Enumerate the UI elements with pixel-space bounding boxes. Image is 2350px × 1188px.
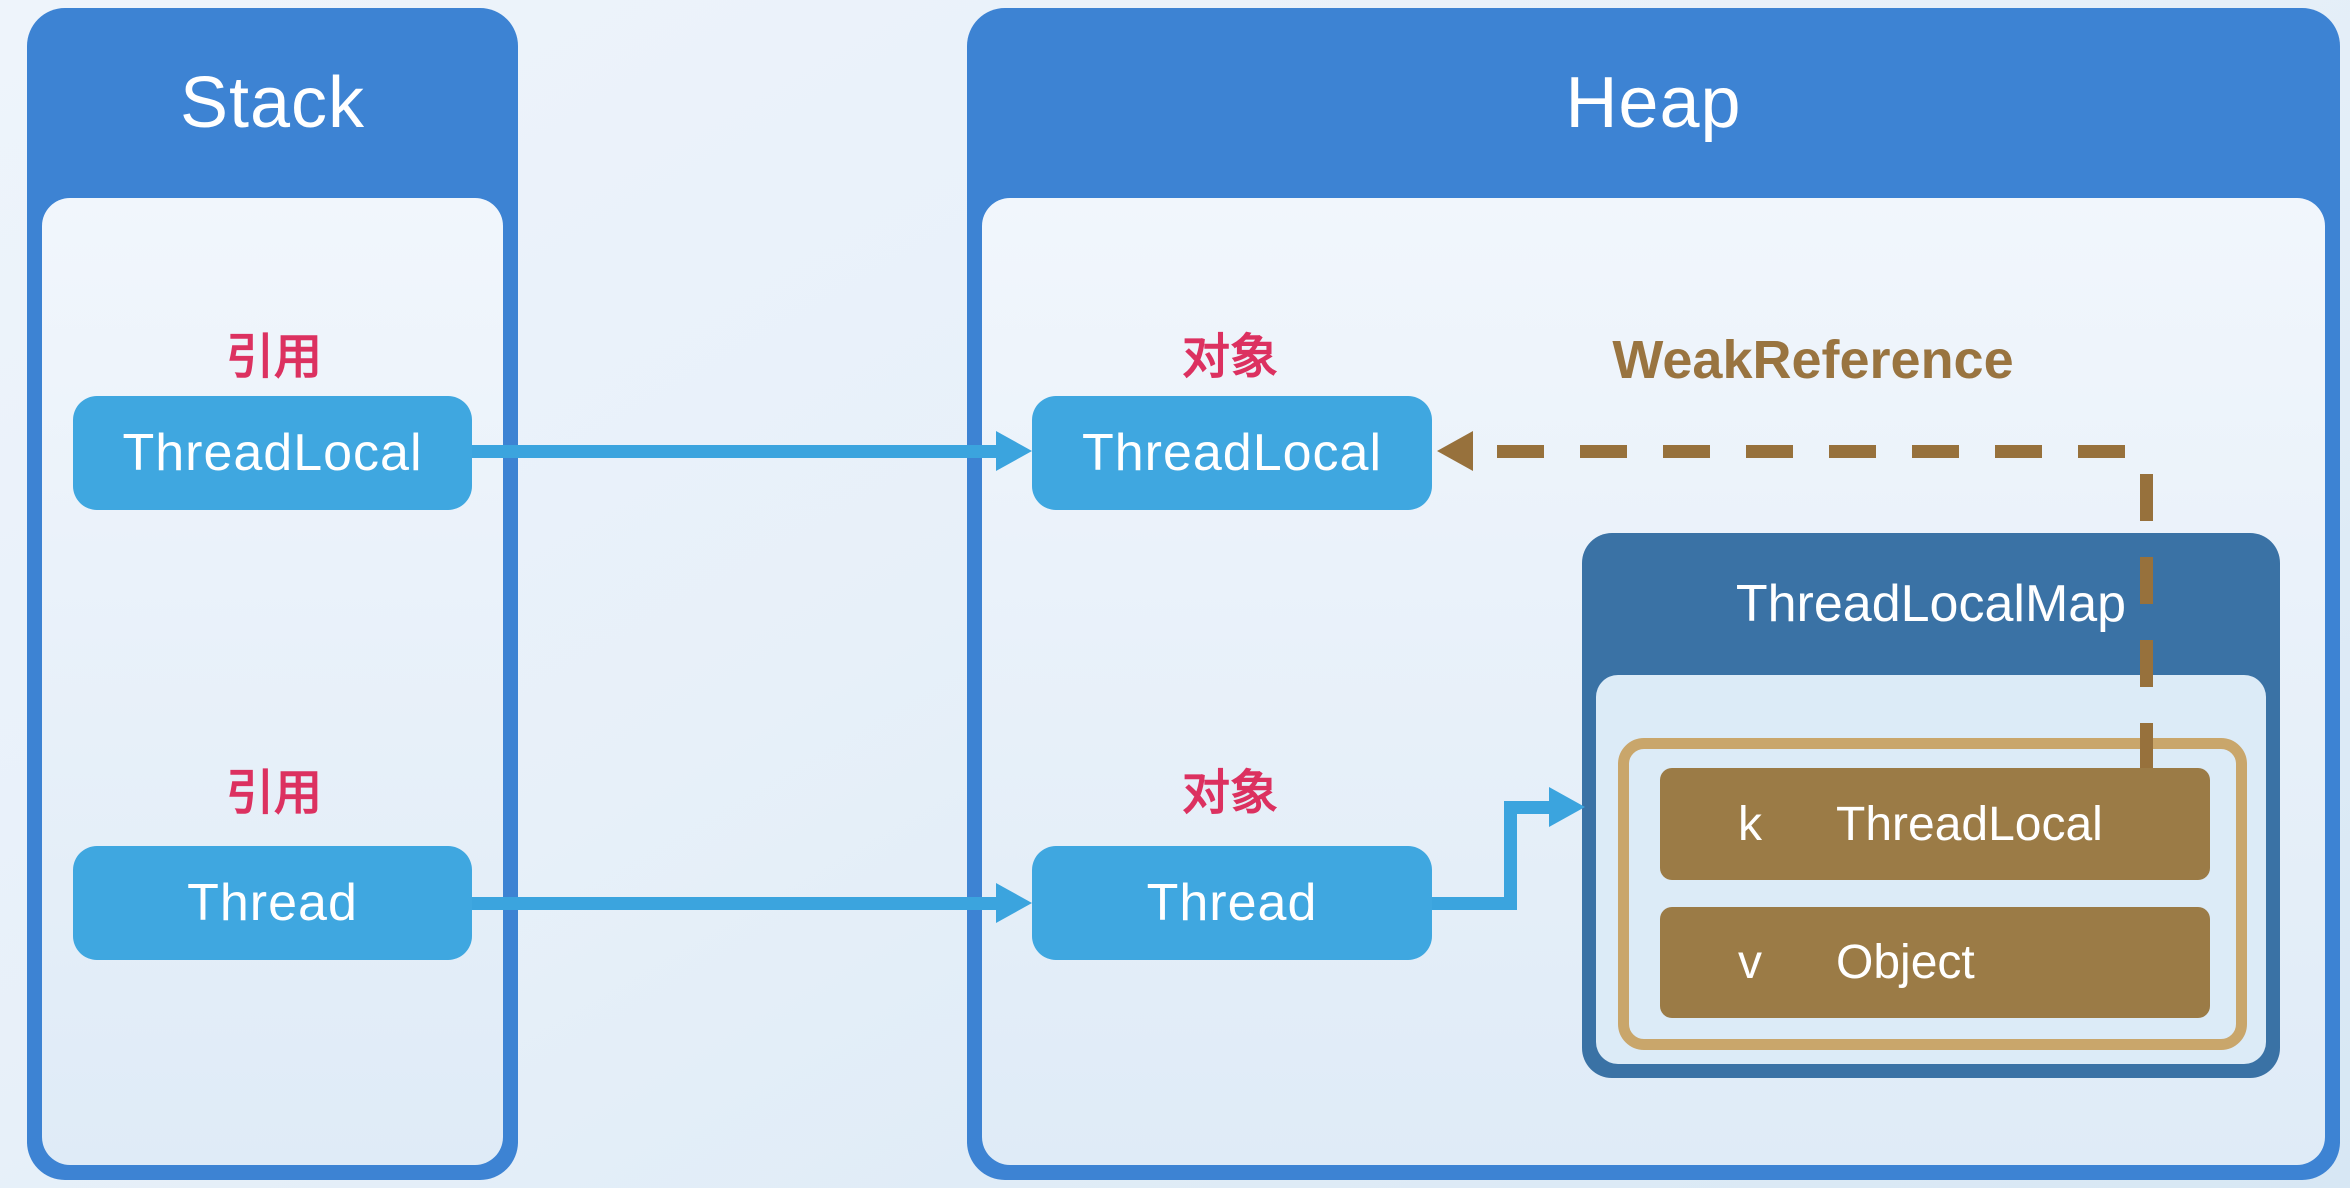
arrow-threadlocal-head-icon <box>996 431 1032 471</box>
arrow-thread-to-map-head-icon <box>1549 787 1585 827</box>
arrow-threadlocal-line <box>472 445 998 458</box>
map-entry-key-row: k ThreadLocal <box>1660 768 2210 880</box>
stack-container: Stack <box>27 8 518 1180</box>
entry-value-type: Object <box>1836 936 1975 989</box>
weak-reference-dashed-line-vertical <box>2140 474 2153 768</box>
heap-thread-box-label: Thread <box>1146 874 1318 932</box>
arrow-thread-to-map-seg1 <box>1432 897 1517 910</box>
map-entry-value-row: v Object <box>1660 907 2210 1018</box>
threadlocalmap-title: ThreadLocalMap <box>1735 575 2127 633</box>
arrow-thread-head-icon <box>996 883 1032 923</box>
heap-thread-box: Thread <box>1032 846 1432 960</box>
entry-key-type: ThreadLocal <box>1836 797 2103 851</box>
stack-threadlocal-ref-label: 引用 <box>225 331 323 384</box>
weak-reference-label: WeakReference <box>1612 330 2014 390</box>
stack-threadlocal-box: ThreadLocal <box>73 396 472 510</box>
heap-threadlocal-obj-label: 对象 <box>1181 331 1279 384</box>
entry-key-label: k <box>1738 797 1762 851</box>
stack-title: Stack <box>179 63 366 143</box>
heap-threadlocal-box: ThreadLocal <box>1032 396 1432 510</box>
heap-thread-obj-label: 对象 <box>1181 767 1279 820</box>
stack-thread-box-label: Thread <box>187 874 358 932</box>
stack-body <box>42 198 503 1165</box>
stack-thread-ref-label: 引用 <box>225 767 323 820</box>
stack-threadlocal-box-label: ThreadLocal <box>122 424 423 482</box>
arrow-thread-to-map-seg3 <box>1504 801 1552 814</box>
weak-reference-dashed-line-horizontal <box>1497 445 2153 458</box>
weak-reference-arrowhead-icon <box>1437 431 1473 471</box>
stack-thread-box: Thread <box>73 846 472 960</box>
arrow-thread-to-map-seg2 <box>1504 801 1517 910</box>
arrow-thread-line <box>472 897 998 910</box>
heap-threadlocal-box-label: ThreadLocal <box>1081 424 1383 482</box>
entry-value-label: v <box>1738 936 1762 989</box>
map-entry-group <box>1618 738 2247 1050</box>
heap-title: Heap <box>1565 63 1742 143</box>
